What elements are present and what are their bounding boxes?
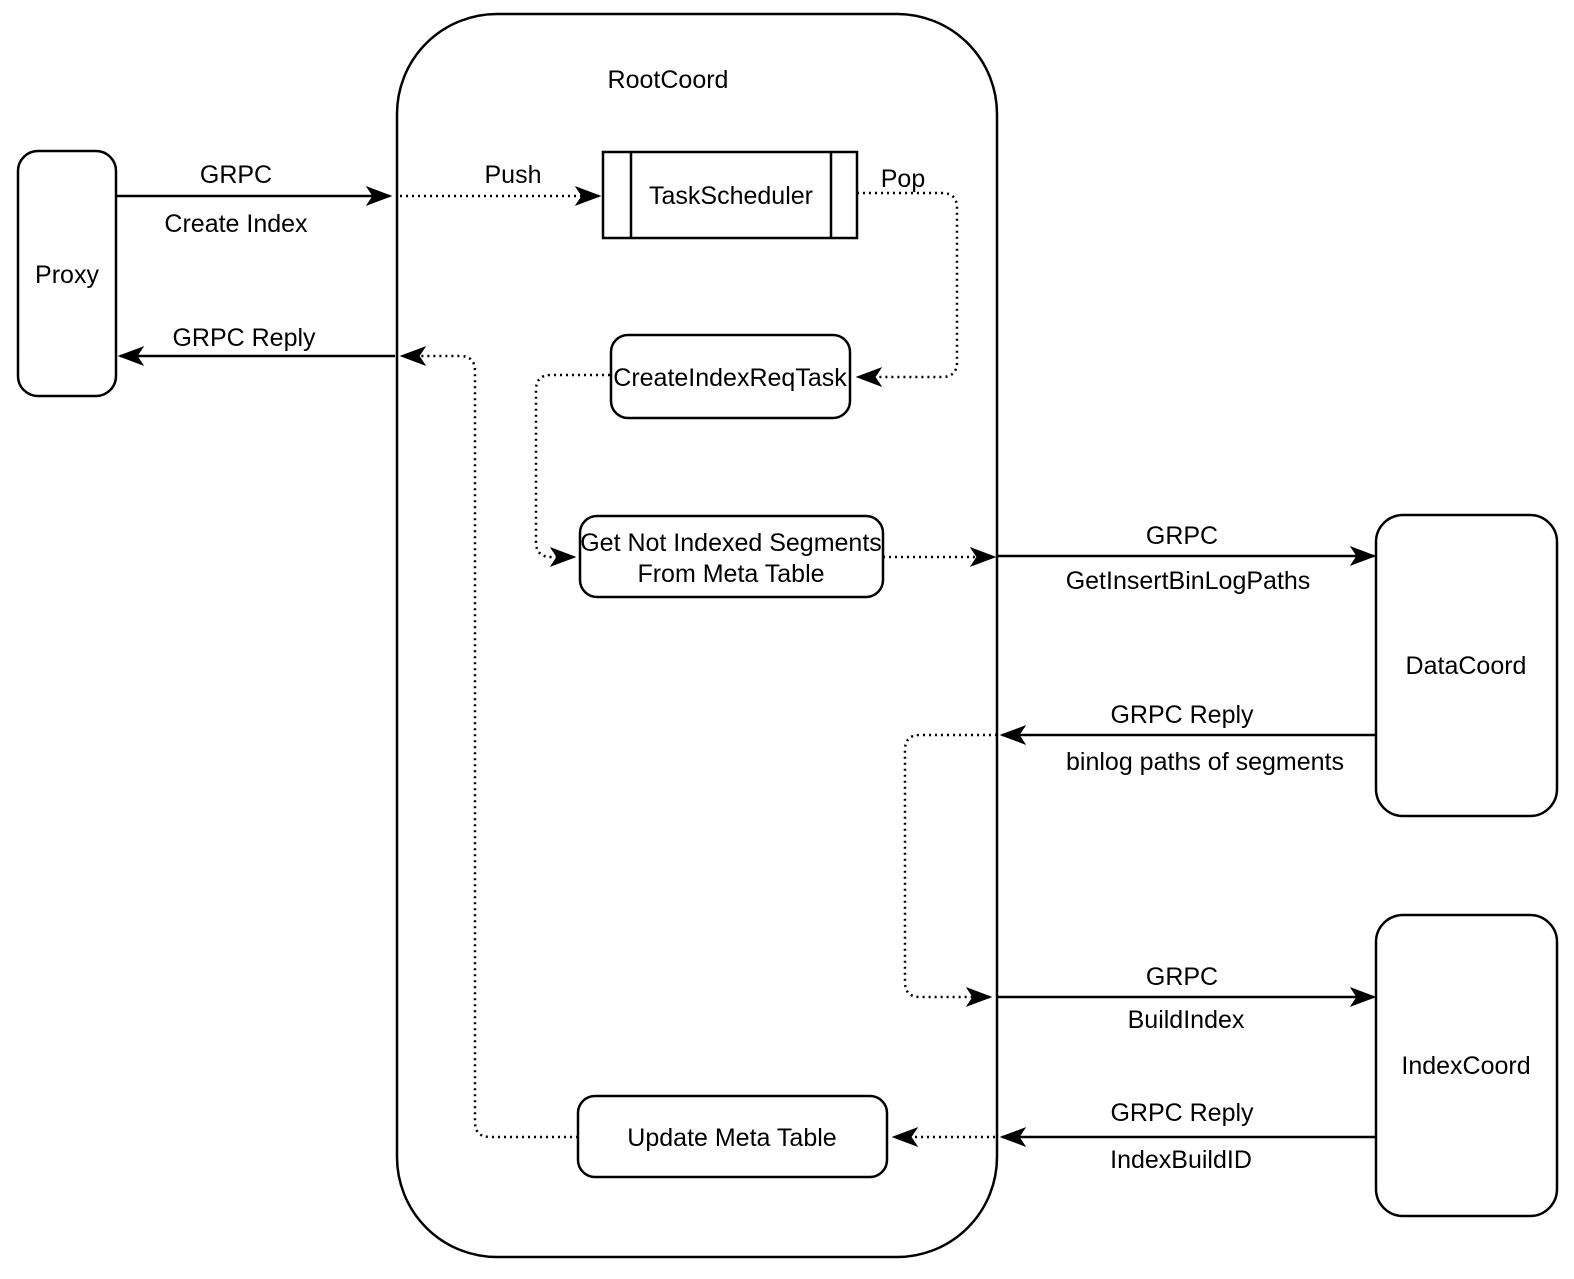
build-index-protocol-label: GRPC [1146, 963, 1218, 991]
build-index-payload-label: BuildIndex [1128, 1006, 1245, 1034]
pop-label: Pop [881, 165, 925, 193]
get-not-indexed-segments-label-line1: Get Not Indexed Segments [580, 529, 882, 557]
indexcoord-label: IndexCoord [1401, 1052, 1530, 1080]
binlog-internal-routing-arrow [903, 733, 997, 997]
pop-arrow [857, 191, 959, 377]
datacoord-label: DataCoord [1406, 652, 1527, 680]
proxy-box [16, 149, 118, 398]
index-build-reply-payload-label: IndexBuildID [1110, 1146, 1252, 1174]
datacoord-box [1374, 513, 1559, 818]
update-meta-to-edge-arrow [402, 356, 578, 1139]
rootcoord-label: RootCoord [608, 66, 729, 94]
task-to-segments-arrow [534, 373, 610, 557]
taskscheduler-label: TaskScheduler [649, 182, 813, 210]
get-insert-binlog-paths-protocol-label: GRPC [1146, 522, 1218, 550]
rootcoord-container-box [395, 12, 999, 1259]
taskscheduler-box [601, 150, 859, 240]
createindexreqtask-box [609, 333, 852, 420]
createindexreqtask-label: CreateIndexReqTask [613, 364, 847, 392]
get-insert-binlog-paths-payload-label: GetInsertBinLogPaths [1066, 567, 1311, 595]
indexcoord-box [1374, 913, 1559, 1218]
proxy-label: Proxy [35, 261, 99, 289]
grpc-reply-to-proxy-label: GRPC Reply [172, 324, 316, 352]
create-index-payload-label: Create Index [164, 210, 308, 238]
update-meta-table-label: Update Meta Table [627, 1124, 836, 1152]
index-build-reply-protocol-label: GRPC Reply [1110, 1099, 1254, 1127]
get-not-indexed-segments-label-line2: From Meta Table [637, 560, 824, 588]
push-label: Push [485, 161, 542, 189]
create-index-protocol-label: GRPC [200, 161, 272, 189]
binlog-reply-payload-label: binlog paths of segments [1066, 748, 1344, 776]
binlog-reply-protocol-label: GRPC Reply [1110, 701, 1254, 729]
